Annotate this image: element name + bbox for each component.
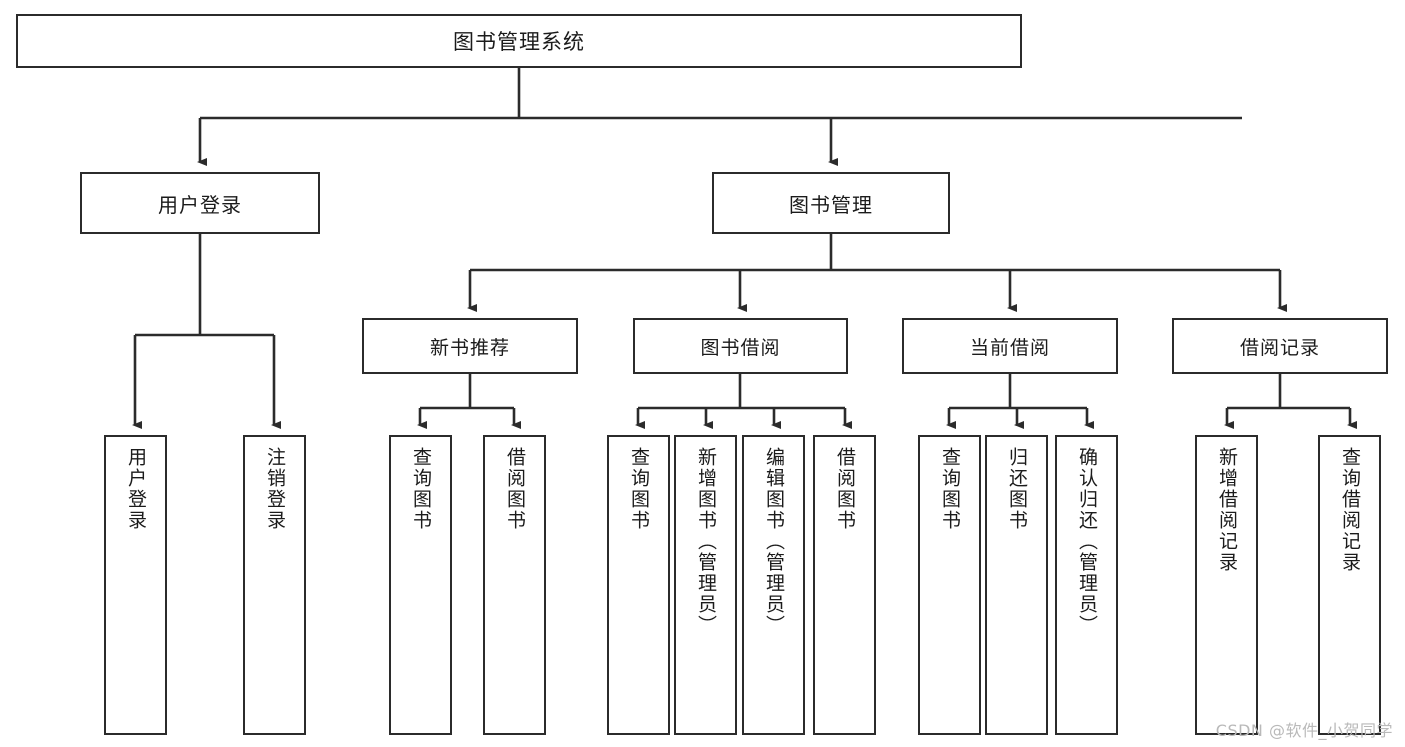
node-leaf-query-record-label: 查询借阅记录 <box>1339 447 1361 573</box>
node-user-login-label: 用户登录 <box>158 192 242 217</box>
node-root-label: 图书管理系统 <box>453 30 585 54</box>
node-leaf-edit-book-label: 编辑图书（管理员） <box>763 447 785 636</box>
node-leaf-add-record[interactable]: 新增借阅记录 <box>1195 435 1258 735</box>
node-leaf-query-record[interactable]: 查询借阅记录 <box>1318 435 1381 735</box>
node-user-login[interactable]: 用户登录 <box>80 172 320 234</box>
node-leaf-borrow-book[interactable]: 借阅图书 <box>813 435 876 735</box>
node-new-book-rec[interactable]: 新书推荐 <box>362 318 578 374</box>
node-leaf-borrow-book-label: 借阅图书 <box>834 447 856 531</box>
node-leaf-query-book-rec-label: 查询图书 <box>410 447 432 531</box>
node-leaf-user-logout[interactable]: 注销登录 <box>243 435 306 735</box>
node-current-borrow-label: 当前借阅 <box>969 336 1050 359</box>
node-current-borrow[interactable]: 当前借阅 <box>902 318 1118 374</box>
node-leaf-user-login-label: 用户登录 <box>125 447 147 531</box>
node-book-borrow[interactable]: 图书借阅 <box>633 318 848 374</box>
watermark: CSDN @软件_小贺同学 <box>1215 721 1393 740</box>
node-borrow-record[interactable]: 借阅记录 <box>1172 318 1388 374</box>
node-leaf-query-book-current-label: 查询图书 <box>939 447 961 531</box>
node-leaf-query-book-current[interactable]: 查询图书 <box>918 435 981 735</box>
node-leaf-user-logout-label: 注销登录 <box>264 447 286 531</box>
node-leaf-add-book-label: 新增图书（管理员） <box>695 447 717 636</box>
node-leaf-query-book-rec[interactable]: 查询图书 <box>389 435 452 735</box>
node-book-manage-label: 图书管理 <box>789 192 873 217</box>
node-leaf-borrow-book-rec[interactable]: 借阅图书 <box>483 435 546 735</box>
node-leaf-borrow-book-rec-label: 借阅图书 <box>504 447 526 531</box>
node-borrow-record-label: 借阅记录 <box>1239 336 1320 359</box>
node-leaf-edit-book[interactable]: 编辑图书（管理员） <box>742 435 805 735</box>
node-book-manage[interactable]: 图书管理 <box>712 172 950 234</box>
node-leaf-user-login[interactable]: 用户登录 <box>104 435 167 735</box>
node-leaf-add-record-label: 新增借阅记录 <box>1216 447 1238 573</box>
node-book-borrow-label: 图书借阅 <box>700 336 781 359</box>
node-leaf-return-book[interactable]: 归还图书 <box>985 435 1048 735</box>
node-leaf-return-book-label: 归还图书 <box>1006 447 1028 531</box>
node-leaf-add-book[interactable]: 新增图书（管理员） <box>674 435 737 735</box>
node-leaf-query-book-borrow-label: 查询图书 <box>628 447 650 531</box>
node-leaf-query-book-borrow[interactable]: 查询图书 <box>607 435 670 735</box>
node-leaf-confirm-return-label: 确认归还（管理员） <box>1076 447 1098 636</box>
node-root[interactable]: 图书管理系统 <box>16 14 1022 68</box>
node-leaf-confirm-return[interactable]: 确认归还（管理员） <box>1055 435 1118 735</box>
node-new-book-rec-label: 新书推荐 <box>429 336 510 359</box>
